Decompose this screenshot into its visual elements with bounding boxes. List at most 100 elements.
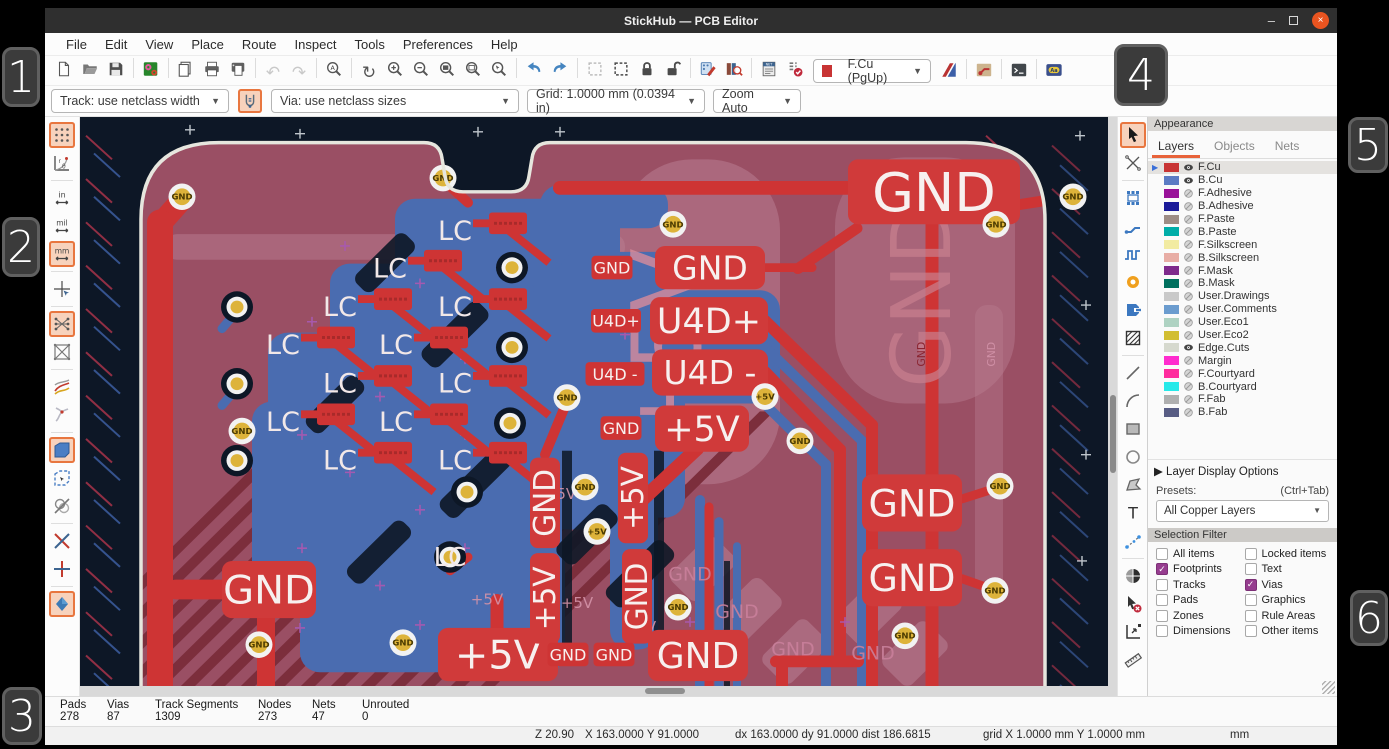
zoom-objects-icon[interactable] xyxy=(461,57,485,81)
layer-color-swatch[interactable] xyxy=(1164,162,1179,172)
add-text-tool-icon[interactable]: T xyxy=(1120,500,1146,526)
units-mils-icon[interactable]: mil xyxy=(49,213,75,239)
checkbox[interactable] xyxy=(1244,563,1257,576)
unlock-icon[interactable] xyxy=(661,57,685,81)
draw-arc-tool-icon[interactable] xyxy=(1120,388,1146,414)
filter-other-items[interactable]: Other items xyxy=(1244,625,1334,638)
layer-color-swatch[interactable] xyxy=(1164,240,1179,250)
zoom-dropdown[interactable]: Zoom Auto ▼ xyxy=(713,87,801,115)
layer-row-f-courtyard[interactable]: F.Courtyard xyxy=(1148,367,1337,380)
layer-hidden-icon[interactable] xyxy=(1183,291,1194,302)
update-footprints-icon[interactable] xyxy=(696,57,720,81)
layer-row-f-fab[interactable]: F.Fab xyxy=(1148,393,1337,406)
layer-row-b-cu[interactable]: B.Cu xyxy=(1148,174,1337,187)
layer-hidden-icon[interactable] xyxy=(1183,394,1194,405)
zone-filled-icon[interactable] xyxy=(49,437,75,463)
print-icon[interactable] xyxy=(200,57,224,81)
layer-color-swatch[interactable] xyxy=(1164,317,1179,327)
layer-visible-icon[interactable] xyxy=(1183,162,1194,173)
layer-color-swatch[interactable] xyxy=(1164,356,1179,366)
layer-row-b-mask[interactable]: B.Mask xyxy=(1148,277,1337,290)
menu-place[interactable]: Place xyxy=(191,36,224,52)
filter-footprints[interactable]: ✓Footprints xyxy=(1156,563,1245,576)
window-titlebar[interactable]: StickHub — PCB Editor – × xyxy=(45,8,1337,33)
measure-tool-icon[interactable] xyxy=(1120,647,1146,673)
layer-hidden-icon[interactable] xyxy=(1183,407,1194,417)
rotate-cw-icon[interactable] xyxy=(548,57,572,81)
filter-tracks[interactable]: Tracks xyxy=(1156,578,1245,591)
layer-color-swatch[interactable] xyxy=(1164,278,1179,288)
print-preview-icon[interactable] xyxy=(226,57,250,81)
layer-row-b-silkscreen[interactable]: B.Silkscreen xyxy=(1148,251,1337,264)
layer-row-b-courtyard[interactable]: B.Courtyard xyxy=(1148,380,1337,393)
layer-row-b-paste[interactable]: B.Paste xyxy=(1148,225,1337,238)
add-footprint-tool-icon[interactable] xyxy=(1120,185,1146,211)
checkbox[interactable] xyxy=(1244,547,1257,560)
zone-hide-icon[interactable] xyxy=(49,493,75,519)
layer-color-swatch[interactable] xyxy=(1164,407,1179,417)
plot-icon[interactable] xyxy=(174,57,198,81)
menu-help[interactable]: Help xyxy=(490,36,518,52)
text-settings-icon[interactable]: Aa xyxy=(1042,58,1066,82)
delete-tool-icon[interactable] xyxy=(1120,591,1146,617)
layer-hidden-icon[interactable] xyxy=(1183,304,1194,315)
zoom-out-icon[interactable] xyxy=(409,57,433,81)
checkbox[interactable] xyxy=(1244,625,1257,638)
net-highlight-icon[interactable] xyxy=(49,402,75,428)
menu-tools[interactable]: Tools xyxy=(354,36,385,52)
checkbox[interactable]: ✓ xyxy=(1156,563,1168,576)
draw-circle-tool-icon[interactable] xyxy=(1120,444,1146,470)
undo-icon[interactable]: ↶ xyxy=(265,62,281,82)
layer-color-swatch[interactable] xyxy=(1164,227,1179,237)
layer-color-swatch[interactable] xyxy=(1164,382,1179,392)
add-rule-area-tool-icon[interactable] xyxy=(1120,325,1146,351)
layer-hidden-icon[interactable] xyxy=(1183,355,1194,366)
filter-all-items[interactable]: All items xyxy=(1156,547,1245,560)
menu-route[interactable]: Route xyxy=(241,36,277,52)
layer-color-swatch[interactable] xyxy=(1164,266,1179,276)
checkbox[interactable] xyxy=(1156,547,1168,560)
layer-hidden-icon[interactable] xyxy=(1183,239,1194,250)
resize-grip[interactable] xyxy=(1322,681,1335,694)
grid-visibility-icon[interactable] xyxy=(49,122,75,148)
layer-color-swatch[interactable] xyxy=(1164,394,1179,404)
add-via-tool-icon[interactable] xyxy=(1120,269,1146,295)
drc-icon[interactable] xyxy=(783,57,807,81)
zoom-selection-icon[interactable] xyxy=(487,57,511,81)
filter-rule-areas[interactable]: Rule Areas xyxy=(1244,609,1334,622)
new-file-icon[interactable] xyxy=(52,57,76,81)
ratsnest-hide-icon[interactable] xyxy=(49,339,75,365)
checkbox[interactable]: ✓ xyxy=(1244,578,1257,591)
filter-text[interactable]: Text xyxy=(1244,563,1334,576)
checkbox[interactable] xyxy=(1156,625,1168,638)
track-width-dropdown[interactable]: Track: use netclass width ▼ xyxy=(51,89,229,113)
layer-color-swatch[interactable] xyxy=(1164,214,1179,224)
layer-display-options[interactable]: ▶ Layer Display Options xyxy=(1148,458,1337,482)
refresh-icon[interactable]: ↻ xyxy=(361,62,377,82)
checkbox[interactable] xyxy=(1244,609,1257,622)
checkbox[interactable] xyxy=(1156,609,1168,622)
layer-color-swatch[interactable] xyxy=(1164,304,1179,314)
maximize-button[interactable] xyxy=(1289,16,1298,25)
layer-row-b-fab[interactable]: B.Fab xyxy=(1148,406,1337,417)
units-mm-icon[interactable]: mm xyxy=(49,241,75,267)
layer-hidden-icon[interactable] xyxy=(1183,188,1194,199)
draw-line-tool-icon[interactable] xyxy=(1120,360,1146,386)
console-icon[interactable] xyxy=(1007,58,1031,82)
set-anchor-tool-icon[interactable] xyxy=(1120,563,1146,589)
net-inspect-tool-icon[interactable] xyxy=(1120,150,1146,176)
menu-inspect[interactable]: Inspect xyxy=(294,36,337,52)
layer-color-swatch[interactable] xyxy=(1164,343,1179,353)
layer-hidden-icon[interactable] xyxy=(1183,265,1194,276)
close-button[interactable]: × xyxy=(1312,12,1329,29)
vertical-scrollbar-thumb[interactable] xyxy=(1109,395,1116,473)
filter-locked-items[interactable]: Locked items xyxy=(1244,547,1334,560)
layer-hidden-icon[interactable] xyxy=(1183,226,1194,237)
layer-hidden-icon[interactable] xyxy=(1183,381,1194,392)
layer-hidden-icon[interactable] xyxy=(1183,317,1194,328)
tab-layers[interactable]: Layers xyxy=(1148,135,1204,158)
zoom-fit-icon[interactable] xyxy=(435,57,459,81)
netlist-icon[interactable]: NET xyxy=(757,57,781,81)
board-setup-icon[interactable] xyxy=(139,57,163,81)
